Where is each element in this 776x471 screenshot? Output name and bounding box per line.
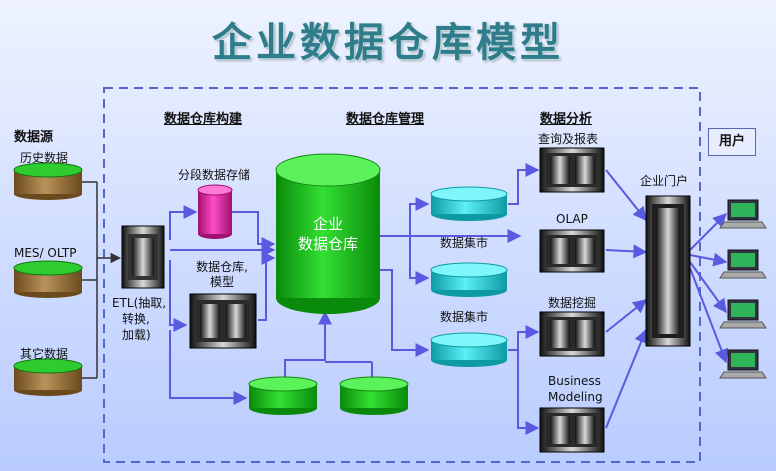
source-db-other-icon bbox=[13, 358, 83, 396]
portal-server-icon bbox=[645, 195, 691, 347]
user-computer-icon-2 bbox=[719, 249, 767, 279]
user-computer-icon-1 bbox=[719, 199, 767, 229]
staging-storage-icon bbox=[197, 184, 233, 239]
warehouse-label-line1: 企业 bbox=[312, 215, 343, 233]
mart-label-2: 数据集市 bbox=[440, 310, 489, 324]
sources-heading: 数据源 bbox=[14, 130, 54, 145]
bm-label-line1: Business bbox=[548, 374, 601, 388]
olap-server-icon bbox=[539, 229, 605, 273]
query-label: 查询及报表 bbox=[538, 132, 599, 146]
mining-server-icon bbox=[539, 311, 605, 357]
etl-label-line3: 加载) bbox=[122, 328, 151, 342]
source-connectors bbox=[82, 181, 122, 379]
users-label: 用户 bbox=[708, 128, 756, 156]
model-label-line2: 模型 bbox=[209, 275, 234, 289]
etl-server-icon bbox=[121, 225, 165, 289]
source-history-label: 历史数据 bbox=[20, 151, 69, 165]
mining-label: 数据挖掘 bbox=[548, 296, 597, 310]
source-db-history-icon bbox=[13, 162, 83, 200]
warehouse-label-line2: 数据仓库 bbox=[297, 235, 358, 253]
page-title: 企业数据仓库模型 bbox=[212, 20, 564, 66]
model-label-line1: 数据仓库, bbox=[196, 260, 248, 274]
flow-arrows bbox=[169, 163, 729, 435]
source-db-mes-icon bbox=[13, 260, 83, 298]
section-manage-heading: 数据仓库管理 bbox=[346, 112, 425, 127]
data-mart-icon-1 bbox=[430, 186, 508, 221]
bm-server-icon bbox=[539, 407, 605, 453]
olap-label: OLAP bbox=[556, 212, 588, 226]
staging-label: 分段数据存储 bbox=[178, 168, 251, 182]
etl-label-line1: ETL(抽取, bbox=[112, 296, 167, 310]
section-build-heading: 数据仓库构建 bbox=[164, 112, 243, 127]
archive-db-icon-1 bbox=[248, 376, 318, 415]
data-mart-icon-2 bbox=[430, 262, 508, 297]
query-server-icon bbox=[539, 147, 605, 193]
etl-label-line2: 转换, bbox=[122, 312, 150, 326]
source-mes-label: MES/ OLTP bbox=[14, 246, 77, 260]
user-computer-icon-3 bbox=[719, 299, 767, 329]
enterprise-warehouse-icon bbox=[275, 153, 381, 314]
source-other-label: 其它数据 bbox=[20, 347, 69, 361]
portal-label: 企业门户 bbox=[640, 174, 689, 188]
section-analysis-heading: 数据分析 bbox=[540, 112, 593, 127]
bm-label-line2: Modeling bbox=[548, 390, 603, 404]
model-server-icon bbox=[189, 293, 257, 349]
archive-db-icon-2 bbox=[339, 376, 409, 415]
mart-label-1: 数据集市 bbox=[440, 236, 489, 250]
data-mart-icon-3 bbox=[430, 332, 508, 367]
user-computer-icon-4 bbox=[719, 349, 767, 379]
